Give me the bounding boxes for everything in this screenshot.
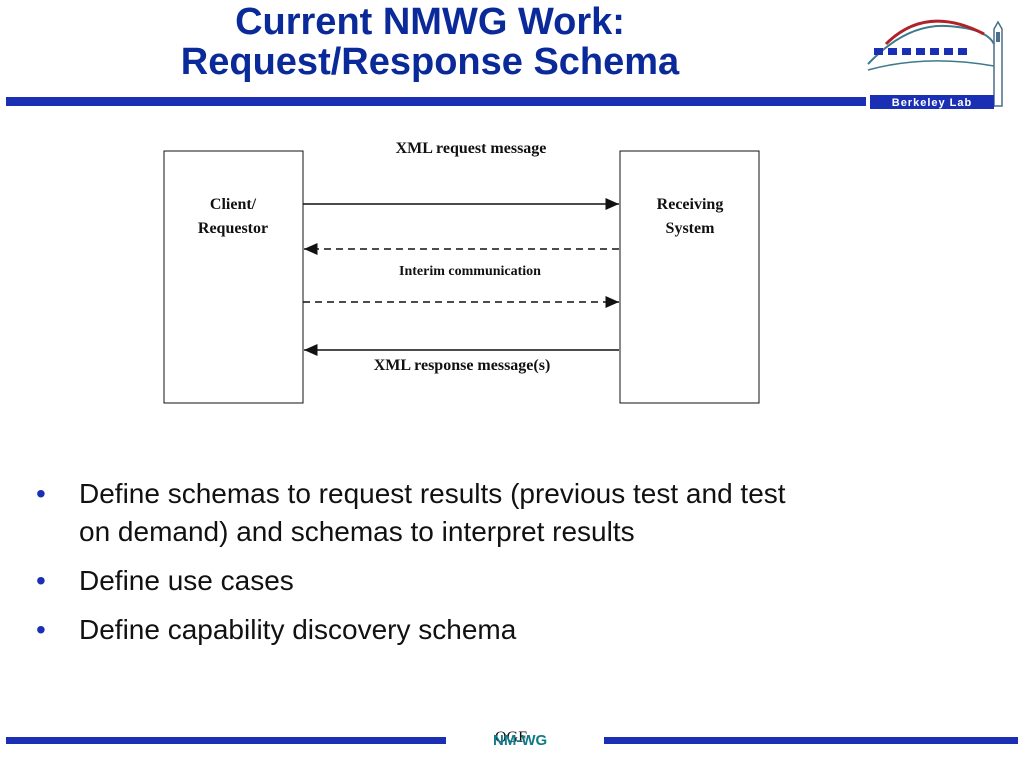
footer-bar-right — [604, 737, 1018, 744]
title-divider-bar — [6, 97, 866, 106]
slide-title-line-2: Request/Response Schema — [180, 41, 680, 83]
request-message-label: XML request message — [396, 140, 547, 157]
bullet-text-line-1: Define schemas to request results (previ… — [79, 478, 786, 509]
client-box-label-2: Requestor — [198, 220, 268, 237]
footer-label: OGF NM-WG — [455, 727, 595, 755]
footer-bar-left — [6, 737, 446, 744]
bullet-dot-icon: • — [36, 614, 46, 645]
bullet-text: Define use cases — [79, 565, 294, 596]
bullet-dot-icon: • — [36, 565, 46, 596]
bullet-text-line-2: on demand) and schemas to interpret resu… — [79, 516, 635, 547]
response-message-label: XML response message(s) — [374, 357, 551, 374]
footer-nmwg-text: NM-WG — [493, 732, 548, 749]
logo-text: Berkeley Lab — [892, 97, 972, 109]
bullet-dot-icon: • — [36, 478, 46, 509]
bullet-text: Define capability discovery schema — [79, 614, 517, 645]
receiving-box-label-2: System — [666, 220, 716, 237]
client-box-label-1: Client/ — [210, 196, 257, 213]
slide-title: Current NMWG Work: Request/Response Sche… — [100, 2, 760, 82]
request-response-diagram: Client/ Requestor Receiving System XML r… — [163, 140, 760, 404]
slide-title-line-1: Current NMWG Work: — [235, 1, 625, 43]
interim-communication-label: Interim communication — [399, 264, 541, 279]
bullet-list: • Define schemas to request results (pre… — [36, 475, 966, 660]
bullet-item-use-cases: • Define use cases — [36, 562, 966, 600]
footer-ogf-text: OGF — [495, 729, 528, 746]
receiving-system-box — [619, 150, 760, 404]
bullet-item-schemas: • Define schemas to request results (pre… — [36, 475, 966, 551]
receiving-box-label-1: Receiving — [657, 196, 724, 213]
bullet-item-capability-discovery: • Define capability discovery schema — [36, 611, 966, 649]
client-requestor-box — [163, 150, 304, 404]
berkeley-lab-logo: Berkeley Lab — [867, 19, 1003, 109]
